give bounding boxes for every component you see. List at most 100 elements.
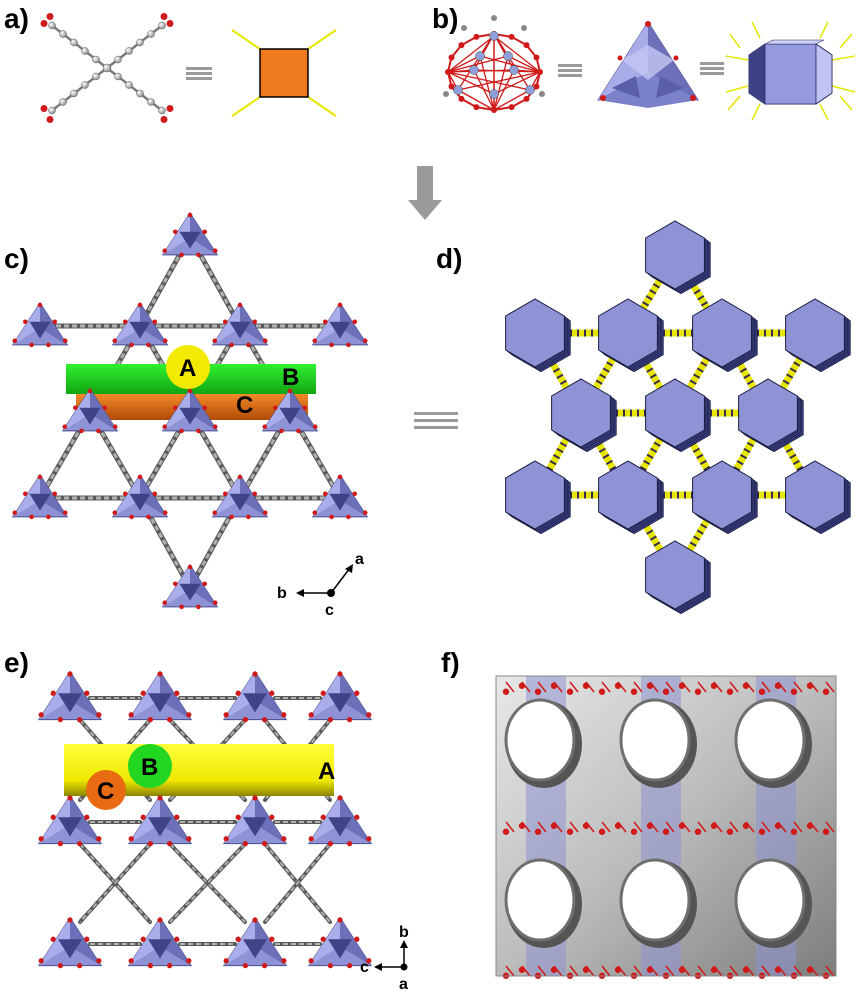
sbu-facet [190, 388, 218, 431]
oxygen-atom [179, 428, 184, 434]
oxygen-atom [84, 936, 90, 942]
sbu-facet [12, 474, 40, 517]
oxygen-atom [174, 814, 180, 820]
framework-view-e-overlay [37, 794, 373, 847]
panel-label-b: b) [432, 3, 458, 34]
oxygen-atom [758, 688, 766, 695]
oxygen-atom [128, 836, 134, 842]
oxygen-atom [146, 514, 151, 520]
oxygen-atom [235, 690, 241, 696]
oxygen-atom [112, 424, 118, 430]
oxygen-atom [352, 319, 358, 325]
oxygen-atom [174, 690, 180, 696]
carbon-atom [443, 91, 449, 97]
surface-bond [745, 965, 755, 977]
sbu-facet [328, 939, 352, 959]
surface-bond [553, 681, 563, 693]
oxygen-atom [287, 388, 293, 394]
carbon-atom [114, 55, 122, 64]
sbu-facet [140, 474, 168, 517]
oxygen-atom [174, 936, 180, 942]
surface-bond [601, 821, 611, 833]
carbon-atom [92, 55, 100, 64]
oxygen-atom [502, 688, 510, 695]
sbu-facet [312, 302, 340, 345]
linker-ring [169, 843, 246, 923]
oxygen-atom [790, 828, 798, 835]
oxygen-atom [140, 690, 146, 696]
oxygen-atom [140, 814, 146, 820]
hex-node [505, 298, 565, 368]
equivalence-sign-a [186, 67, 212, 80]
surface-bond [633, 821, 643, 833]
oxygen-atom [67, 795, 73, 801]
surface-bond [713, 965, 723, 977]
sbu-facet [262, 388, 290, 431]
down-arrow [408, 166, 442, 220]
oxygen-atom [152, 491, 158, 497]
metal-atom [503, 51, 513, 61]
surface-bond [729, 681, 739, 693]
oxygen-atom [22, 491, 28, 497]
carbon-atom [136, 38, 144, 47]
oxygen-atom [508, 104, 515, 111]
surface-bond [809, 965, 819, 977]
sbu-facet [112, 474, 140, 517]
cluster-bond [457, 89, 495, 111]
sbu-facet [255, 671, 287, 720]
sbu-facet [243, 817, 267, 837]
oxygen-atom [354, 690, 360, 696]
oxygen-atom [212, 600, 218, 606]
oxygen-atom [281, 958, 287, 964]
oxygen-atom [262, 424, 268, 430]
surface-bond [617, 965, 627, 977]
oxygen-atom [458, 95, 465, 102]
pore-surface-view-f [495, 675, 837, 979]
surface-bond [825, 821, 835, 833]
pore-opening [504, 858, 576, 942]
oxygen-atom [172, 581, 178, 587]
oxygen-atom [598, 828, 606, 835]
oxygen-atom [76, 840, 83, 847]
carbon-atom [461, 25, 467, 31]
sbu-facet [340, 671, 372, 720]
oxygen-atom [202, 229, 208, 235]
oxygen-atom [223, 712, 229, 718]
oxygen-atom [473, 33, 480, 40]
oxygen-atom [187, 388, 193, 394]
tetracarboxylate-ligand-model [40, 13, 174, 123]
oxygen-atom [147, 962, 154, 969]
oxygen-atom [279, 428, 284, 434]
sbu-facet [308, 795, 340, 844]
surface-bond [777, 681, 787, 693]
oxygen-atom [40, 105, 48, 112]
carbon-atom [70, 38, 78, 47]
oxygen-atom [128, 712, 134, 718]
carbon-atom [70, 89, 78, 98]
oxygen-atom [337, 917, 343, 923]
oxygen-atom [445, 69, 451, 75]
framework-view-c-overlay [61, 387, 319, 434]
oxygen-atom [202, 405, 208, 411]
panel-label-d: d) [436, 243, 462, 274]
sbu-facet [160, 671, 192, 720]
sbu-facet [328, 817, 352, 837]
pore-opening [619, 698, 691, 782]
surface-bond [761, 965, 771, 977]
sbu-facet [128, 671, 160, 720]
cluster-bond [507, 55, 541, 73]
oxygen-atom [312, 510, 318, 516]
oxygen-atom [160, 116, 168, 123]
channel-C-label: C [236, 392, 253, 419]
oxygen-atom [157, 671, 163, 677]
carbon-atom [147, 30, 155, 38]
axis-label-c-c: c [325, 602, 334, 619]
oxygen-atom [46, 342, 51, 348]
surface-bond [729, 965, 739, 977]
pore-opening [504, 698, 576, 782]
axis-label-c-e: c [360, 959, 369, 976]
sbu-facet [312, 474, 340, 517]
hex-node [645, 540, 705, 610]
oxygen-atom [196, 252, 201, 258]
sbu-facet [190, 564, 218, 607]
